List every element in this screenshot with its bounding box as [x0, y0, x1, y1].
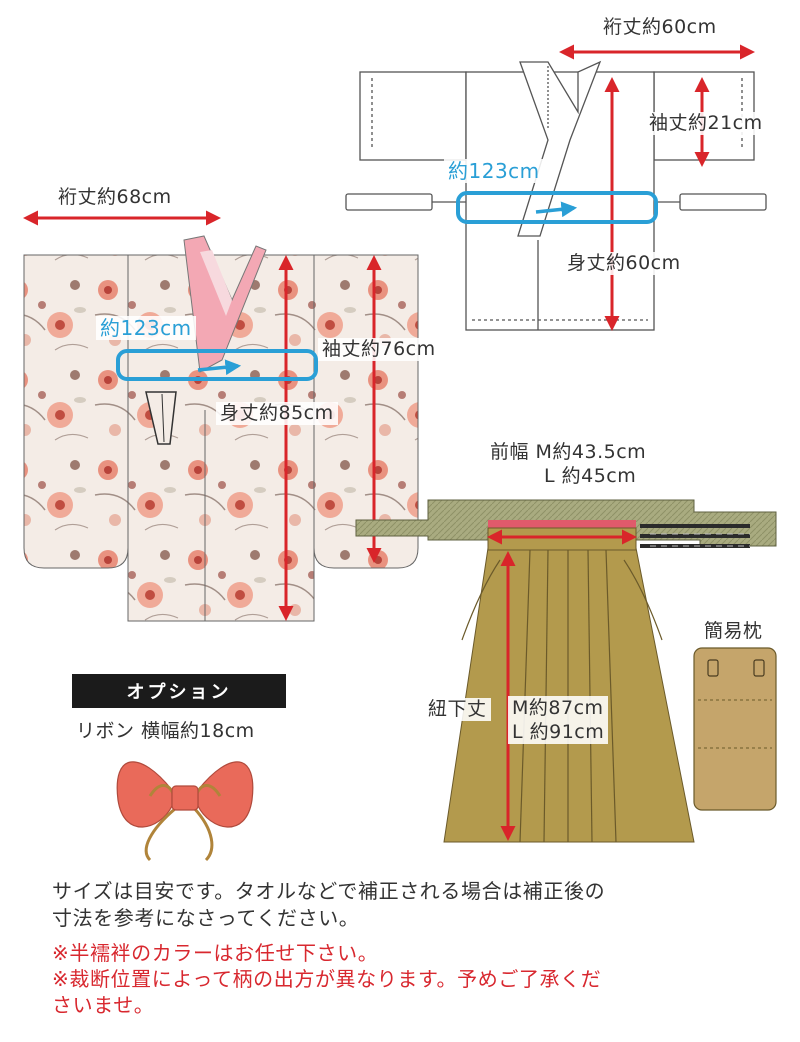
haori-tie-right	[679, 193, 767, 211]
arrow-outline-circ	[535, 201, 578, 218]
hakama-front-width-l: L 約45cm	[544, 465, 637, 487]
hakama-front-width-m: 前幅 M約43.5cm	[490, 441, 647, 463]
warning-collar-color: ※半襦袢のカラーはお任せ下さい。	[52, 941, 379, 965]
kimono-left-sleeve	[23, 254, 129, 569]
arrow-kimono-circ-loop	[116, 349, 318, 381]
outline-circumference-label: 約123cm	[444, 159, 544, 183]
kimono-body-label: 身丈約85cm	[216, 402, 338, 425]
kimono-sleeve-label: 袖丈約76cm	[318, 338, 440, 361]
haori-left-sleeve	[359, 71, 467, 161]
warning-pattern-placement-cont: さいませ。	[52, 993, 155, 1017]
haori-tie-left	[345, 193, 433, 211]
outline-body-label: 身丈約60cm	[563, 252, 685, 275]
notes-section: サイズは目安です。タオルなどで補正される場合は補正後の 寸法を参考になさってくだ…	[52, 878, 772, 1018]
kimono-right-sleeve	[313, 254, 419, 569]
outline-yuki-label: 裄丈約60cm	[603, 16, 717, 38]
kimono-circumference-label: 約123cm	[96, 316, 196, 340]
size-diagram-svg	[23, 44, 777, 862]
hakama-length-prefix: 紐下丈	[424, 698, 491, 721]
size-diagram: 裄丈約60cm 袖丈約21cm 約123cm 身丈約60cm 裄丈約68cm 約…	[23, 16, 777, 862]
hakama-waist-stripe	[488, 520, 636, 528]
pillow-label: 簡易枕	[704, 620, 763, 642]
note-line-1: サイズは目安です。タオルなどで補正される場合は補正後の	[52, 879, 606, 903]
pillow-illustration	[693, 647, 777, 811]
kimono-illustration	[23, 235, 419, 622]
hakama-length-label: M約87cm L 約91cm	[508, 696, 609, 744]
kimono-yuki-label: 裄丈約68cm	[58, 186, 172, 208]
option-badge: オプション	[72, 674, 286, 708]
hakama-length-m: M約87cm	[512, 697, 604, 719]
ribbon-bow-icon	[116, 761, 254, 862]
arrow-kimono-circ	[197, 359, 242, 376]
note-line-2: 寸法を参考になさってください。	[52, 906, 360, 930]
hakama-length-l: L 約91cm	[512, 721, 605, 743]
kimono-tie	[145, 391, 177, 445]
arrow-outline-circ-loop	[456, 191, 658, 224]
warning-pattern-placement: ※裁断位置によって柄の出方が異なります。予めご了承くだ	[52, 967, 602, 991]
hakama-front-width-label: 前幅 M約43.5cm L 約45cm	[490, 440, 646, 488]
outline-sleeve-label: 袖丈約21cm	[645, 112, 767, 135]
ribbon-label: リボン 横幅約18cm	[76, 720, 255, 742]
